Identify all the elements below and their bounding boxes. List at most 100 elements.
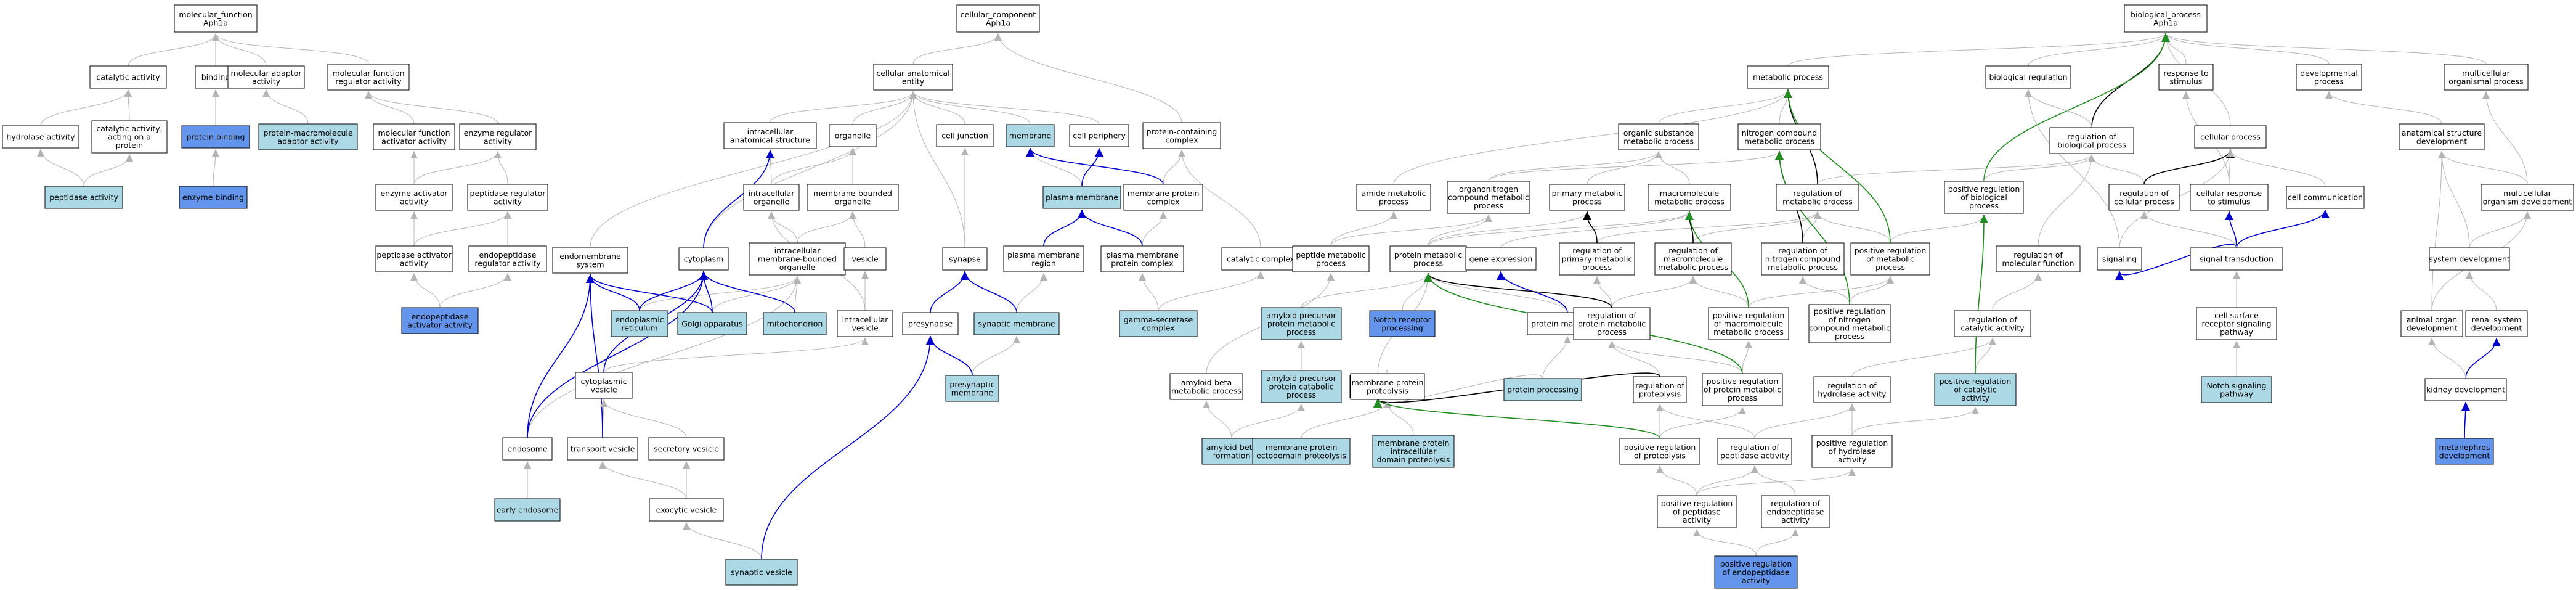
node-secretory-vesicle[interactable]: secretory vesicle [648, 437, 725, 461]
node-protein-processing[interactable]: protein processing [1503, 378, 1582, 401]
node-mito[interactable]: mitochondrion [763, 312, 827, 335]
node-protein-binding[interactable]: protein binding [181, 125, 250, 149]
node-exocytic-vesicle[interactable]: exocytic vesicle [649, 498, 724, 522]
node-transport-vesicle[interactable]: transport vesicle [567, 437, 638, 461]
node-signal-trans[interactable]: signal transduction [2190, 247, 2283, 271]
node-syn-membrane[interactable]: synaptic membrane [973, 312, 1060, 335]
node-golgi[interactable]: Golgi apparatus [677, 312, 747, 335]
node-enzyme-binding[interactable]: enzyme binding [179, 186, 248, 209]
node-metabolic[interactable]: metabolic process [1747, 65, 1829, 89]
node-early-endosome[interactable]: early endosome [494, 498, 561, 522]
node-cell-junction[interactable]: cell junction [936, 124, 994, 147]
node-peptidase[interactable]: peptidase activity [44, 186, 123, 209]
node-kidney[interactable]: kidney development [2424, 378, 2507, 401]
node-cellular-process[interactable]: cellular process [2194, 125, 2267, 149]
node-membrane[interactable]: membrane [1006, 124, 1055, 147]
node-catalytic[interactable]: catalytic activity [89, 65, 167, 89]
node-synapse[interactable]: synapse [942, 247, 988, 271]
node-bio-reg[interactable]: biological regulation [1985, 65, 2071, 89]
node-signaling[interactable]: signaling [2097, 247, 2142, 271]
node-plasma-membrane[interactable]: plasma membrane [1042, 186, 1121, 209]
node-cytoplasm[interactable]: cytoplasm [678, 247, 729, 271]
node-organelle[interactable]: organelle [829, 124, 877, 147]
node-catalytic-complex[interactable]: catalytic complex [1221, 247, 1300, 271]
node-gene-expr[interactable]: gene expression [1465, 247, 1537, 271]
node-synaptic-vesicle[interactable]: synaptic vesicle [725, 559, 798, 586]
node-cell-periphery[interactable]: cell periphery [1069, 124, 1129, 147]
node-endosome[interactable]: endosome [502, 437, 553, 461]
